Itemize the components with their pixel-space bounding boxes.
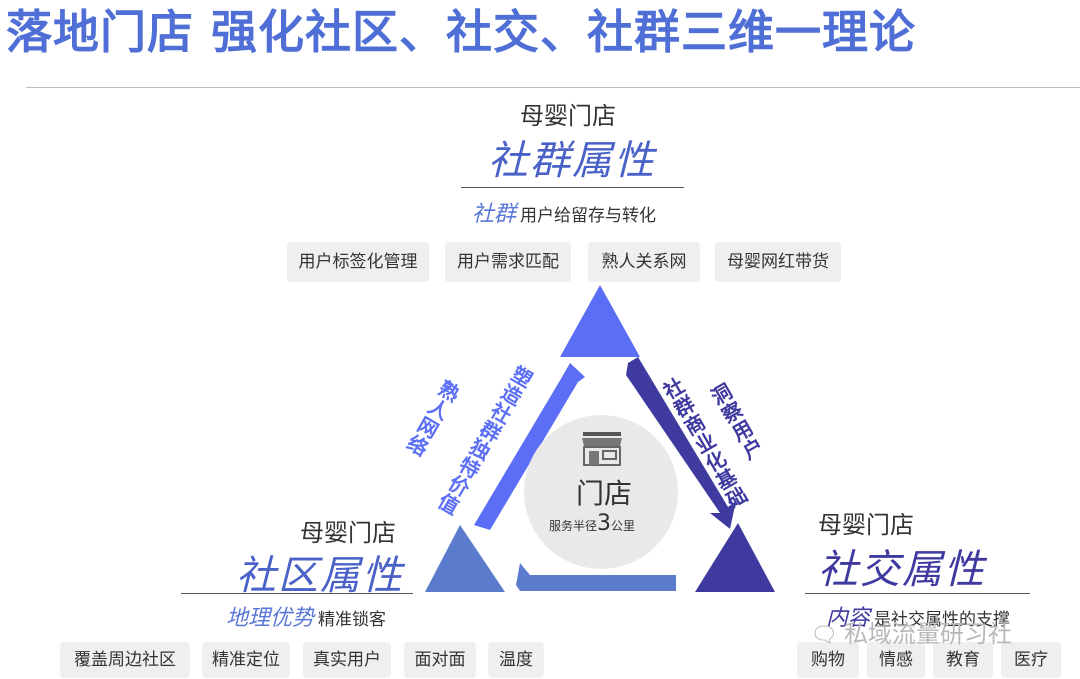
right-tag: 医疗 xyxy=(1001,642,1061,678)
storefront-icon xyxy=(582,432,622,466)
left-divider xyxy=(181,593,413,594)
triangle-diagram xyxy=(425,285,775,592)
page-title: 落地门店 强化社区、社交、社群三维一理论 xyxy=(6,5,917,59)
center-title: 门店 xyxy=(576,477,633,510)
top-tag: 熟人关系网 xyxy=(588,242,700,282)
top-subtitle-emphasis: 社群 xyxy=(472,202,517,227)
center-subtitle: 服务半径3公里 xyxy=(549,511,635,536)
right-attribute-title: 社交属性 xyxy=(818,547,986,593)
left-subtitle-emphasis: 地理优势 xyxy=(226,606,315,631)
bottom-edge-arrow xyxy=(516,563,676,591)
left-subtitle: 地理优势精准锁客 xyxy=(226,600,386,632)
title-divider xyxy=(26,87,1080,88)
top-subtitle-text: 用户给留存与转化 xyxy=(520,206,657,226)
right-vertex-triangle xyxy=(695,523,775,592)
left-subtitle-text: 精准锁客 xyxy=(318,610,387,630)
top-vertex-triangle xyxy=(560,285,640,357)
top-attribute-title: 社群属性 xyxy=(488,138,656,184)
wechat-icon: 🗨 xyxy=(810,623,838,648)
left-tag: 覆盖周边社区 xyxy=(60,642,190,678)
right-divider xyxy=(805,593,1030,594)
right-subtitle-emphasis: 内容 xyxy=(826,606,871,631)
top-tag: 用户需求匹配 xyxy=(445,242,571,282)
left-tag: 温度 xyxy=(488,642,544,678)
top-subtitle: 社群用户给留存与转化 xyxy=(472,196,656,228)
right-subtitle: 内容是社交属性的支撑 xyxy=(826,600,1010,632)
right-tag: 购物 xyxy=(797,642,859,678)
right-edge-arrow xyxy=(626,357,736,529)
center-subtitle-number: 3 xyxy=(597,511,612,536)
left-edge-arrow xyxy=(474,363,585,530)
right-tag: 情感 xyxy=(867,642,925,678)
center-subtitle-unit: 公里 xyxy=(611,519,636,533)
left-tag: 面对面 xyxy=(404,642,476,678)
right-tag: 教育 xyxy=(933,642,993,678)
center-subtitle-prefix: 服务半径 xyxy=(549,519,598,533)
right-subtitle-text: 是社交属性的支撑 xyxy=(874,610,1011,630)
right-store-label: 母婴门店 xyxy=(818,511,914,539)
top-tag: 母婴网红带货 xyxy=(715,242,841,282)
left-tag: 真实用户 xyxy=(303,642,391,678)
watermark-text: 私域流量研习社 xyxy=(843,620,1012,648)
left-tag: 精准定位 xyxy=(202,642,290,678)
top-tag: 用户标签化管理 xyxy=(287,242,429,282)
left-attribute-title: 社区属性 xyxy=(236,553,404,599)
left-vertex-triangle xyxy=(425,525,505,592)
watermark: 🗨私域流量研习社 xyxy=(810,614,1012,649)
top-divider xyxy=(461,187,684,188)
top-store-label: 母婴门店 xyxy=(520,102,616,130)
left-store-label: 母婴门店 xyxy=(300,519,396,547)
